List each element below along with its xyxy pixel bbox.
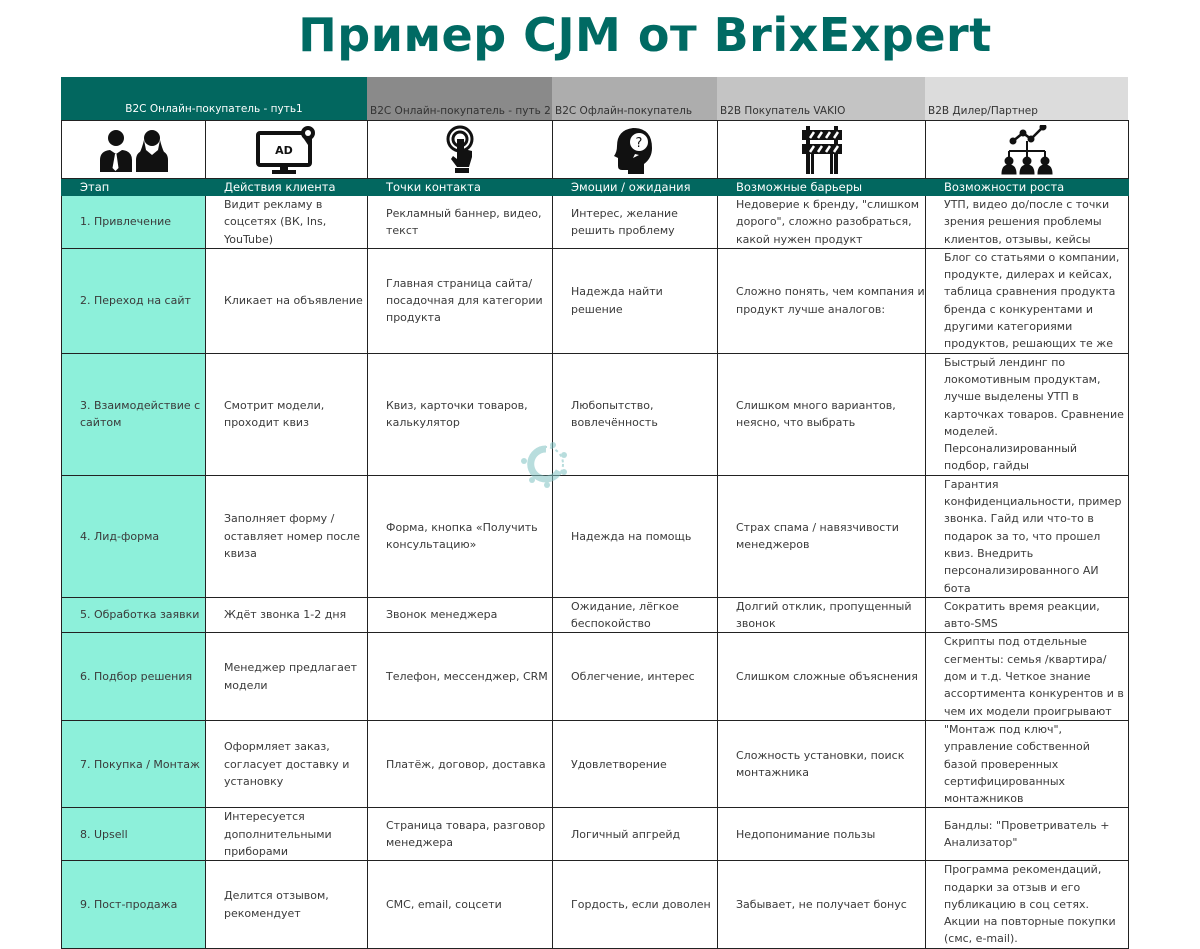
action-cell: Интересуется дополнительными приборами	[205, 807, 368, 862]
barrier-icon	[719, 125, 925, 174]
persona-label: B2B Покупатель VAKIO	[720, 105, 846, 117]
barrier-cell: Слишком много вариантов, неясно, что выб…	[717, 352, 926, 476]
stage-cell: 6. Подбор решения	[61, 632, 206, 721]
table-row: 4. Лид-форма Заполняет форму / оставляет…	[61, 474, 1129, 598]
growth-cell: Гарантия конфиденциальности, пример звон…	[925, 474, 1129, 598]
table-row: 2. Переход на сайт Кликает на объявление…	[61, 247, 1129, 354]
touchpoint-cell: Главная страница сайта/посадочная для ка…	[367, 247, 553, 354]
action-cell: Менеджер предлагает модели	[205, 632, 368, 721]
emotion-cell: Ожидание, лёгкое беспокойство	[552, 596, 718, 634]
svg-text:AD: AD	[275, 144, 293, 157]
emotion-cell: Надежда найти решение	[552, 247, 718, 354]
emotion-cell: Интерес, желание решить проблему	[552, 195, 718, 249]
emotion-cell: Логичный апгрейд	[552, 807, 718, 862]
icon-row: AD ?	[61, 120, 1129, 179]
column-header-stage: Этап	[61, 178, 206, 196]
emotion-cell: Гордость, если доволен	[552, 860, 718, 949]
action-cell: Смотрит модели, проходит квиз	[205, 352, 368, 476]
persona-b2b-dealer: B2B Дилер/Партнер	[925, 77, 1128, 120]
page-title: Пример CJM от BrixExpert	[298, 8, 992, 62]
emotion-cell: Любопытство, вовлечённость	[552, 352, 718, 476]
barrier-cell: Сложно понять, чем компания и продукт лу…	[717, 247, 926, 354]
persona-b2c-offline: B2C Офлайн-покупатель	[552, 77, 717, 120]
icon-cell: ?	[552, 120, 718, 179]
growth-cell: Быстрый лендинг по локомотивным продукта…	[925, 352, 1129, 476]
action-cell: Видит рекламу в соцсетях (ВК, Ins, YouTu…	[205, 195, 368, 249]
icon-cell	[925, 120, 1129, 179]
icon-cell	[61, 120, 206, 179]
barrier-cell: Недоверие к бренду, "слишком дорого", сл…	[717, 195, 926, 249]
table-row: 1. Привлечение Видит рекламу в соцсетях …	[61, 195, 1129, 249]
stage-cell: 4. Лид-форма	[61, 474, 206, 598]
table-row: 3. Взаимодействие с сайтом Смотрит модел…	[61, 352, 1129, 476]
growth-network-icon	[927, 124, 1128, 175]
barrier-cell: Страх спама / навязчивости менеджеров	[717, 474, 926, 598]
table-row: 6. Подбор решения Менеджер предлагает мо…	[61, 632, 1129, 721]
column-header-row: Этап Действия клиента Точки контакта Эмо…	[61, 178, 1129, 196]
touchpoint-cell: Рекламный баннер, видео, текст	[367, 195, 553, 249]
emotion-cell: Удовлетворение	[552, 719, 718, 809]
persona-b2c-online-2: B2C Онлайн-покупатель - путь 2	[367, 77, 552, 120]
touchpoint-cell: Телефон, мессенджер, CRM	[367, 632, 553, 721]
stage-cell: 8. Upsell	[61, 807, 206, 862]
stage-cell: 3. Взаимодействие с сайтом	[61, 352, 206, 476]
column-header-touchpoint: Точки контакта	[367, 178, 553, 196]
icon-cell: AD	[205, 120, 368, 179]
svg-text:?: ?	[636, 136, 643, 151]
emotion-cell: Надежда на помощь	[552, 474, 718, 598]
persona-b2c-online-1: B2C Онлайн-покупатель - путь1	[61, 77, 367, 120]
stage-cell: 7. Покупка / Монтаж	[61, 719, 206, 809]
action-cell: Ждёт звонка 1-2 дня	[205, 596, 368, 634]
barrier-cell: Забывает, не получает бонус	[717, 860, 926, 949]
action-cell: Заполняет форму / оставляет номер после …	[205, 474, 368, 598]
touch-icon	[369, 125, 552, 175]
persona-label: B2C Офлайн-покупатель	[555, 105, 693, 117]
touchpoint-cell: Звонок менеджера	[367, 596, 553, 634]
touchpoint-cell: СМС, email, соцсети	[367, 860, 553, 949]
barrier-cell: Слишком сложные объяснения	[717, 632, 926, 721]
growth-cell: Сократить время реакции, авто-SMS	[925, 596, 1129, 634]
table-row: 5. Обработка заявки Ждёт звонка 1-2 дня …	[61, 596, 1129, 634]
table-row: 9. Пост-продажа Делится отзывом, рекомен…	[61, 860, 1129, 949]
stage-cell: 1. Привлечение	[61, 195, 206, 249]
persona-b2b-vakio: B2B Покупатель VAKIO	[717, 77, 925, 120]
watermark-logo-icon	[518, 436, 574, 492]
ad-monitor-icon: AD	[207, 125, 367, 175]
barrier-cell: Недопонимание пользы	[717, 807, 926, 862]
icon-cell	[367, 120, 553, 179]
persona-label: B2C Онлайн-покупатель - путь 2	[370, 105, 551, 117]
touchpoint-cell: Страница товара, разговор менеджера	[367, 807, 553, 862]
touchpoint-cell: Форма, кнопка «Получить консультацию»	[367, 474, 553, 598]
stage-cell: 5. Обработка заявки	[61, 596, 206, 634]
action-cell: Делится отзывом, рекомендует	[205, 860, 368, 949]
persona-label: B2B Дилер/Партнер	[928, 105, 1038, 117]
column-header-action: Действия клиента	[205, 178, 368, 196]
stage-cell: 9. Пост-продажа	[61, 860, 206, 949]
barrier-cell: Сложность установки, поиск монтажника	[717, 719, 926, 809]
thinking-head-icon: ?	[554, 126, 717, 174]
people-icon	[63, 126, 205, 174]
touchpoint-cell: Квиз, карточки товаров, калькулятор	[367, 352, 553, 476]
stage-cell: 2. Переход на сайт	[61, 247, 206, 354]
cjm-table: AD ? Этап Действия клиента Точки контакт…	[61, 120, 1129, 949]
persona-band: B2C Онлайн-покупатель - путь1 B2C Онлайн…	[61, 77, 1128, 120]
growth-cell: Блог со статьями о компании, продукте, д…	[925, 247, 1129, 354]
growth-cell: "Монтаж под ключ", управление собственно…	[925, 719, 1129, 809]
table-row: 7. Покупка / Монтаж Оформляет заказ, сог…	[61, 719, 1129, 809]
emotion-cell: Облегчение, интерес	[552, 632, 718, 721]
growth-cell: Бандлы: "Проветриватель + Анализатор"	[925, 807, 1129, 862]
touchpoint-cell: Платёж, договор, доставка	[367, 719, 553, 809]
growth-cell: УТП, видео до/после с точки зрения решен…	[925, 195, 1129, 249]
column-header-growth: Возможности роста	[925, 178, 1129, 196]
action-cell: Кликает на объявление	[205, 247, 368, 354]
action-cell: Оформляет заказ, согласует доставку и ус…	[205, 719, 368, 809]
table-row: 8. Upsell Интересуется дополнительными п…	[61, 807, 1129, 862]
growth-cell: Скрипты под отдельные сегменты: семья /к…	[925, 632, 1129, 721]
column-header-emotion: Эмоции / ожидания	[552, 178, 718, 196]
icon-cell	[717, 120, 926, 179]
column-header-barrier: Возможные барьеры	[717, 178, 926, 196]
barrier-cell: Долгий отклик, пропущенный звонок	[717, 596, 926, 634]
growth-cell: Программа рекомендаций, подарки за отзыв…	[925, 860, 1129, 949]
persona-label: B2C Онлайн-покупатель - путь1	[125, 103, 303, 115]
